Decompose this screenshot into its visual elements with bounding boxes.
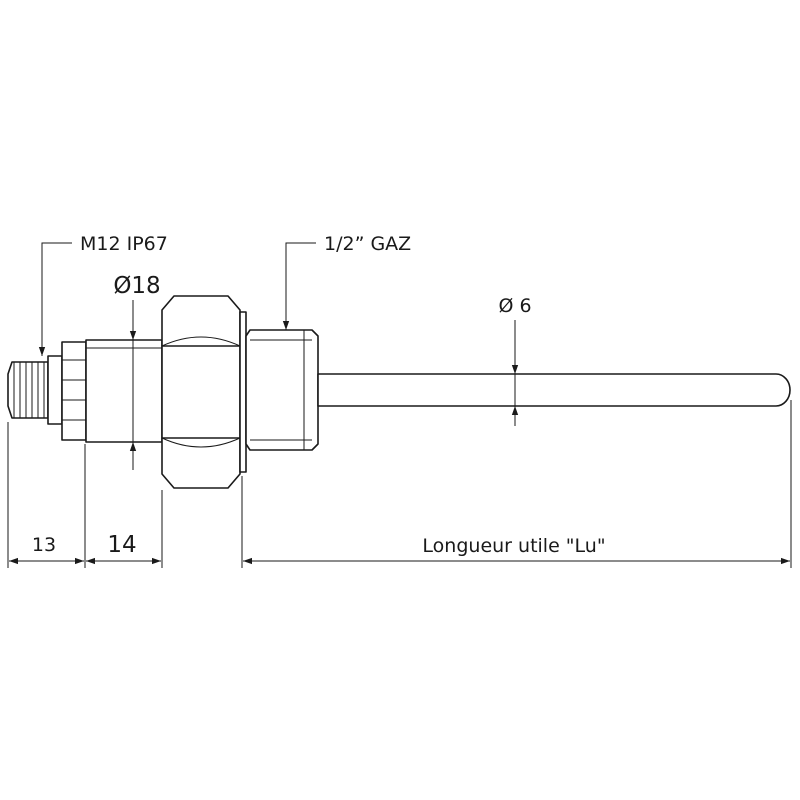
dimension-13: 13	[9, 534, 84, 565]
probe-diameter-callout: Ø 6	[498, 295, 532, 426]
connector-collar	[61, 341, 87, 441]
thread-leader: 1/2” GAZ	[282, 233, 411, 330]
connector-leader: M12 IP67	[38, 233, 168, 356]
dimension-14: 14	[86, 532, 161, 565]
body-diameter-label: Ø18	[113, 273, 160, 299]
dim-length-label: Longueur utile "Lu"	[422, 535, 605, 557]
body-diameter-callout: Ø18	[113, 273, 161, 470]
dimension-length: Longueur utile "Lu"	[243, 535, 790, 565]
thread-label: 1/2” GAZ	[324, 233, 411, 255]
probe-diameter-label: Ø 6	[498, 295, 531, 317]
extension-lines	[7, 400, 792, 568]
hex-nut	[161, 295, 247, 489]
connector-label: M12 IP67	[80, 233, 168, 255]
gas-thread-fitting	[245, 329, 319, 451]
probe-rod	[317, 373, 791, 407]
m12-connector	[7, 355, 63, 425]
dim-connector-label: 13	[32, 534, 56, 556]
housing-body	[85, 339, 163, 443]
dim-body-label: 14	[107, 532, 136, 558]
